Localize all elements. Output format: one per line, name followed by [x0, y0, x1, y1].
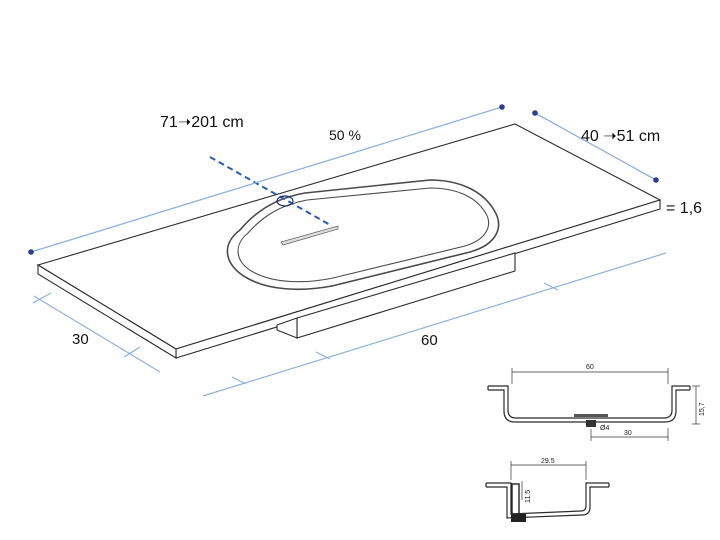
basin-bowl	[226, 179, 500, 291]
side-height-label: 11.5	[525, 490, 532, 503]
front-width-label: 60	[586, 364, 594, 371]
overflow-slot	[280, 225, 339, 246]
depth-dimension	[532, 110, 659, 183]
length-dim-point-right	[499, 104, 505, 110]
length-dim-point-left	[28, 249, 34, 255]
basin-inner-rim	[237, 187, 490, 283]
bowl-underbox-left	[276, 317, 298, 339]
front-height-label: 15,7	[699, 402, 706, 416]
countertop-isometric	[36, 123, 662, 359]
length-range-label: 71➝201 cm	[160, 114, 244, 131]
length-dimension	[28, 104, 505, 255]
drain-position-label: 50 %	[329, 127, 361, 143]
side-drain-base	[511, 514, 526, 522]
depth-dim-point-bottom	[653, 177, 659, 183]
front-drain-flange	[574, 414, 608, 417]
depth-dim-point-top	[532, 110, 538, 116]
side-section-view: 29.5 11.5	[485, 458, 610, 522]
depth-range-label: 40 ➝51 cm	[581, 128, 660, 145]
thickness-label: = 1,6	[666, 200, 702, 217]
drain-hole	[276, 195, 294, 207]
side-width-label: 29.5	[541, 458, 555, 465]
front-section-view: 60 15,7 Ø4 30	[487, 364, 706, 441]
drain-centerline	[209, 156, 333, 227]
countertop-left-edge	[37, 264, 177, 359]
basin-outer-rim	[226, 179, 500, 291]
width-60-label: 60	[421, 332, 438, 349]
depth-30-label: 30	[72, 331, 89, 348]
front-drain-offset-label: 30	[624, 430, 632, 437]
side-drain-pipe	[511, 483, 520, 515]
dimension-30-lines	[32, 292, 161, 373]
front-drain-body	[586, 420, 596, 427]
dimension-60-lines	[202, 252, 667, 397]
front-drain-diameter-label: Ø4	[600, 425, 609, 432]
